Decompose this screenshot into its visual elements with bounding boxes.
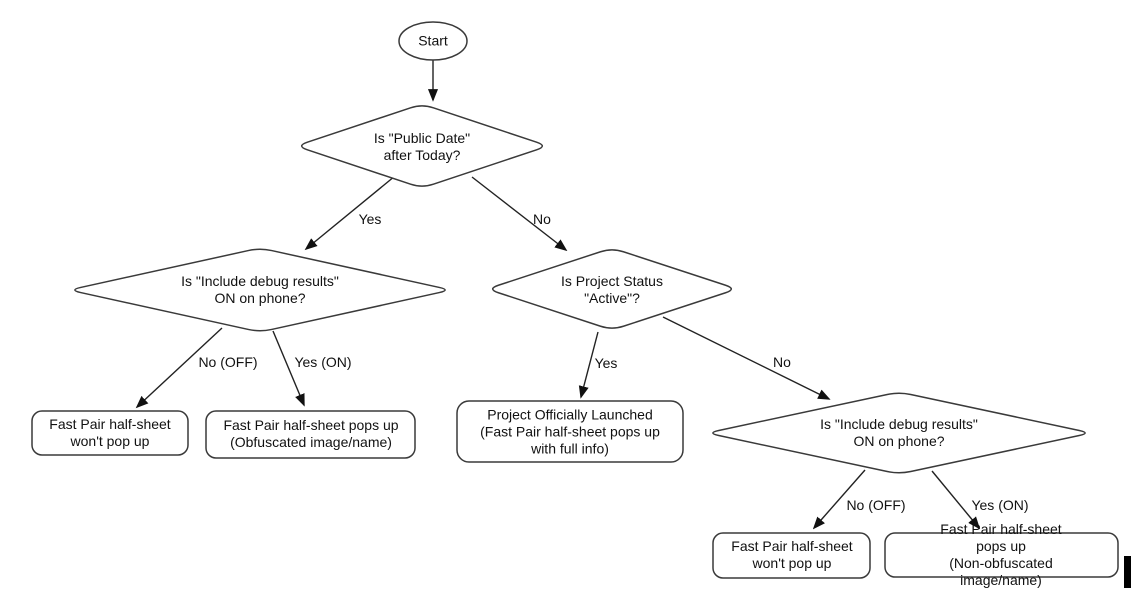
- result-launched-shape: [456, 400, 684, 463]
- edge-project-status-yes: [578, 331, 599, 399]
- result-non-obfuscated-shape: [884, 532, 1119, 578]
- edge-project-status-no: [662, 316, 831, 400]
- edge-public-date-yes: [304, 175, 396, 251]
- edge-debug-left-yes-on: [272, 330, 305, 407]
- edge-debug-right-yes-on: [931, 470, 981, 530]
- text-cursor-artifact: [1124, 556, 1131, 588]
- edge-debug-right-no-off: [812, 469, 866, 530]
- decision-debug-right-shape: [712, 392, 1086, 474]
- decision-project-status-shape: [491, 249, 733, 329]
- decision-public-date-shape: [300, 105, 544, 187]
- result-no-popup-right-shape: [712, 532, 871, 579]
- edge-public-date-no: [471, 176, 568, 252]
- result-no-popup-left-shape: [31, 410, 189, 456]
- edge-debug-left-no-off: [135, 327, 223, 409]
- decision-debug-left-shape: [74, 248, 446, 332]
- result-obfuscated-shape: [205, 410, 416, 459]
- start-node-shape: [398, 21, 468, 61]
